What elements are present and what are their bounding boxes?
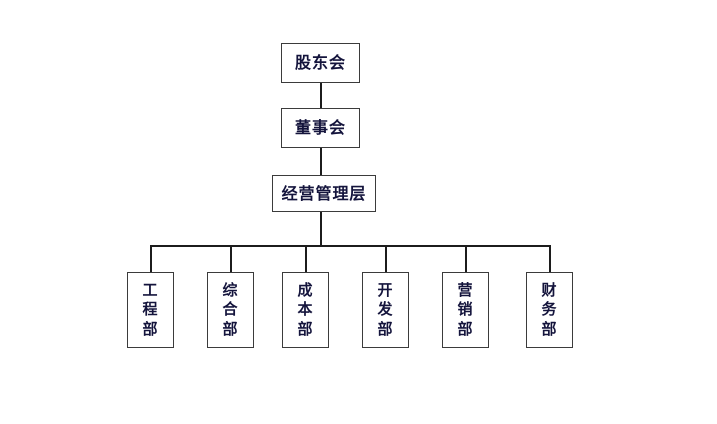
connector-drop-engineering [150,245,152,272]
node-management[interactable]: 经营管理层 [272,175,376,212]
connector-board-to-management [320,148,322,175]
node-department-development[interactable]: 开 发 部 [362,272,409,348]
node-department-marketing[interactable]: 营 销 部 [442,272,489,348]
connector-management-to-bus [320,212,322,246]
connector-drop-finance [549,245,551,272]
node-management-label: 经营管理层 [281,183,367,203]
char: 部 [142,319,159,338]
connector-drop-cost [305,245,307,272]
node-department-finance[interactable]: 财 务 部 [526,272,573,348]
connector-horizontal-bus [150,245,551,247]
node-board-label: 董事会 [295,118,346,137]
node-development-label: 开 发 部 [378,281,394,339]
node-department-engineering[interactable]: 工 程 部 [127,272,174,348]
node-engineering-label: 工 程 部 [143,281,159,339]
char: 营 [457,281,474,300]
char: 部 [457,319,474,338]
char: 发 [377,300,394,319]
connector-drop-general-affairs [230,245,232,272]
char: 部 [541,319,558,338]
connector-shareholders-to-board [320,83,322,108]
connector-drop-marketing [465,245,467,272]
node-board[interactable]: 董事会 [281,108,360,148]
node-marketing-label: 营 销 部 [458,281,474,339]
node-department-cost[interactable]: 成 本 部 [282,272,329,348]
char: 工 [142,281,159,300]
char: 部 [297,319,314,338]
char: 部 [222,319,239,338]
connector-drop-development [385,245,387,272]
char: 程 [142,300,159,319]
node-cost-label: 成 本 部 [298,281,314,339]
char: 部 [377,319,394,338]
char: 本 [297,300,314,319]
char: 销 [457,300,474,319]
node-department-general-affairs[interactable]: 综 合 部 [207,272,254,348]
char: 开 [377,281,394,300]
char: 成 [297,281,314,300]
char: 财 [541,281,558,300]
node-shareholders-label: 股东会 [295,53,346,72]
char: 合 [222,300,239,319]
char: 综 [222,281,239,300]
char: 务 [541,300,558,319]
node-shareholders[interactable]: 股东会 [281,43,360,83]
node-finance-label: 财 务 部 [542,281,558,339]
node-general-affairs-label: 综 合 部 [223,281,239,339]
